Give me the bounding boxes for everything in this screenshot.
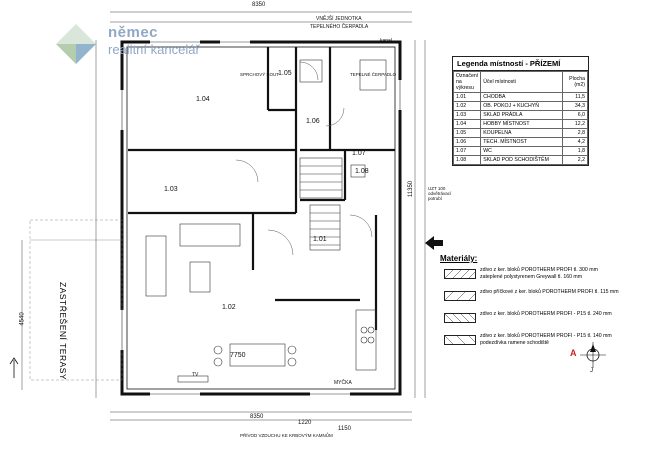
legend-header-id: Označení na výkresu <box>452 71 482 93</box>
dim-1220: 1220 <box>298 420 312 426</box>
air-supply-note: PŘÍVOD VZDUCHU KE KRBOVÝM KAMNŮM <box>240 433 333 438</box>
room-label-1-03: 1.03 <box>164 186 178 193</box>
row-name: OB. POKOJ + KUCHYŇ <box>480 101 563 111</box>
row-area: 34,3 <box>562 101 588 111</box>
bottom-dimension: 8350 <box>250 414 264 420</box>
top-note-heatpump: TEPELNÉHO ČERPADLA <box>310 24 369 30</box>
row-area: 12,2 <box>562 119 588 129</box>
material-text: zdivo z ker. bloků POROTHERM PROFI - P15… <box>480 311 612 317</box>
row-area: 2,2 <box>562 155 588 165</box>
row-name: WC <box>480 146 563 156</box>
room-label-1-06: 1.06 <box>306 118 320 125</box>
row-area: 1,8 <box>562 146 588 156</box>
room-label-1-01: 1.01 <box>313 236 327 243</box>
room-label-1-07: 1.07 <box>352 150 366 157</box>
room-label-1-05: 1.05 <box>278 70 292 77</box>
top-note-unit: VNĚJŠÍ JEDNOTKA <box>316 16 362 22</box>
right-dimension: 11350 <box>408 180 415 198</box>
row-name: SKLAD PRÁDLA <box>480 110 563 120</box>
row-id: 1.01 <box>452 92 482 102</box>
list-item: zdivo z ker. bloků POROTHERM PROFI - P15… <box>440 311 620 333</box>
compass-a-label: A <box>570 348 577 358</box>
ventilation-note: UZT 100 odvětrávací potrubí <box>428 186 452 201</box>
compass: A J <box>570 340 608 375</box>
legend-header-area: Plocha (m2) <box>562 71 588 93</box>
compass-j-label: J <box>590 368 593 374</box>
list-item: zdivo z ker. bloků POROTHERM PROFI tl. 3… <box>440 267 620 289</box>
row-name: KOUPELNA <box>480 128 563 138</box>
list-item: zdivo příčkové z ker. bloků POROTHERM PR… <box>440 289 620 311</box>
row-area: 2,8 <box>562 128 588 138</box>
legend-header-row: Označení na výkresu Účel místnosti Ploch… <box>452 71 588 93</box>
row-id: 1.06 <box>452 137 482 147</box>
company-logo: němec realitní kancelář <box>52 22 252 72</box>
room-label-1-02: 1.02 <box>222 304 236 311</box>
legend-table: Označení na výkresu Účel místnosti Ploch… <box>452 71 588 165</box>
hatch-240-icon <box>444 313 476 323</box>
shower-label: SPRCHOVÝ KOUT <box>240 72 280 77</box>
dim-7750: 7750 <box>230 352 246 359</box>
room-label-1-08: 1.08 <box>355 168 369 175</box>
tv-label: TV <box>192 372 199 378</box>
dim-1150: 1150 <box>338 426 351 432</box>
materials-legend: Materiály: zdivo z ker. bloků POROTHERM … <box>440 254 620 355</box>
row-id: 1.02 <box>452 101 482 111</box>
left-dimension: 4540 <box>19 312 26 326</box>
hatch-115-icon <box>444 291 476 301</box>
legend-title: Legenda místností - PŘÍZEMÍ <box>453 57 588 71</box>
logo-name: němec <box>108 24 159 41</box>
row-area: 11,5 <box>562 92 588 102</box>
hatch-140-icon <box>444 335 476 345</box>
logo-diamond-icon <box>56 24 96 64</box>
row-id: 1.07 <box>452 146 482 156</box>
row-id: 1.05 <box>452 128 482 138</box>
materials-title: Materiály: <box>440 254 478 263</box>
row-name: CHODBA <box>480 92 563 102</box>
room-legend: Legenda místností - PŘÍZEMÍ Označení na … <box>452 56 589 166</box>
dishwasher-label: MYČKA <box>334 380 352 386</box>
row-name: SKLAD POD SCHODIŠTĚM <box>480 155 563 165</box>
logo-subtitle: realitní kancelář <box>108 42 200 57</box>
kanal-label: kanal <box>380 38 392 44</box>
material-text: zdivo z ker. bloků POROTHERM PROFI tl. 3… <box>480 267 598 280</box>
list-item: zdivo z ker. bloků POROTHERM PROFI - P15… <box>440 333 620 355</box>
top-dimension: 8350 <box>252 2 266 8</box>
hatch-300-icon <box>444 269 476 279</box>
entrance-arrow-icon <box>425 236 443 250</box>
terrace-label: ZASTŘEŠENÍ TERASY <box>58 282 68 381</box>
material-text: zdivo z ker. bloků POROTHERM PROFI - P15… <box>480 333 612 346</box>
row-name: TECH. MÍSTNOST <box>480 137 563 147</box>
room-label-1-04: 1.04 <box>196 96 210 103</box>
heatpump-label: TEPELNÉ ČERPADLO <box>350 72 397 77</box>
legend-header-name: Účel místnosti <box>480 71 563 93</box>
row-area: 6,0 <box>562 110 588 120</box>
row-name: HOBBY MÍSTNOST <box>480 119 563 129</box>
row-area: 4,2 <box>562 137 588 147</box>
row-id: 1.08 <box>452 155 482 165</box>
row-id: 1.04 <box>452 119 482 129</box>
north-arrow-icon <box>580 342 606 368</box>
row-id: 1.03 <box>452 110 482 120</box>
material-text: zdivo příčkové z ker. bloků POROTHERM PR… <box>480 289 619 295</box>
